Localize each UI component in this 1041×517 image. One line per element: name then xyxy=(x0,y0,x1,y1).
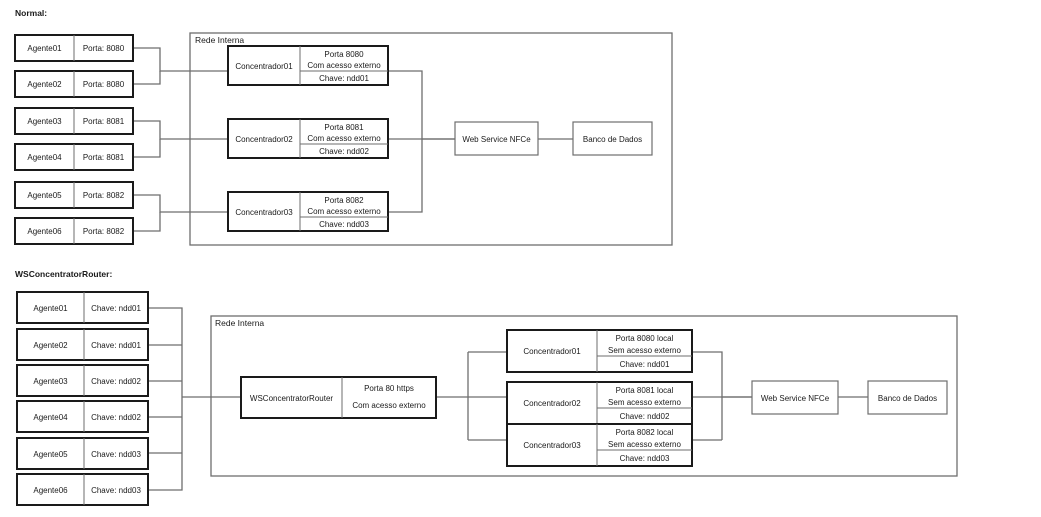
router-name: WSConcentratorRouter xyxy=(250,394,333,403)
agent-detail: Chave: ndd02 xyxy=(91,413,141,422)
concentrator-name: Concentrador01 xyxy=(523,347,581,356)
concentrator-acesso: Com acesso externo xyxy=(307,61,381,70)
zone-label-router: Rede Interna xyxy=(215,318,264,328)
concentrator-porta: Porta 8080 local xyxy=(616,334,674,343)
agent-name: Agente05 xyxy=(27,191,62,200)
concentrator-chave: Chave: ndd01 xyxy=(620,360,670,369)
agent-name: Agente02 xyxy=(27,80,62,89)
agent-name: Agente04 xyxy=(33,413,68,422)
agent-name: Agente06 xyxy=(27,227,62,236)
agent-box[interactable]: Agente01 Porta: 8080 xyxy=(14,34,134,62)
concentrator-acesso: Sem acesso externo xyxy=(608,440,681,449)
agent-box[interactable]: Agente03 Chave: ndd02 xyxy=(16,364,149,397)
concentrator-name: Concentrador03 xyxy=(235,208,293,217)
agent-detail: Porta: 8082 xyxy=(83,191,125,200)
concentrator-box[interactable]: Concentrador01 Porta 8080 Com acesso ext… xyxy=(227,45,389,86)
agent-name: Agente03 xyxy=(33,377,68,386)
concentrator-box[interactable]: Concentrador01 Porta 8080 local Sem aces… xyxy=(506,329,693,373)
concentrator-name: Concentrador02 xyxy=(523,399,581,408)
database-label: Banco de Dados xyxy=(583,135,642,144)
concentrator-box[interactable]: Concentrador02 Porta 8081 local Sem aces… xyxy=(506,381,693,425)
concentrator-box[interactable]: Concentrador03 Porta 8082 Com acesso ext… xyxy=(227,191,389,232)
concentrator-porta: Porta 8081 xyxy=(324,123,364,132)
router-porta: Porta 80 https xyxy=(364,384,414,393)
concentrator-box[interactable]: Concentrador03 Porta 8082 local Sem aces… xyxy=(506,423,693,467)
concentrator-chave: Chave: ndd02 xyxy=(620,412,670,421)
concentrator-acesso: Sem acesso externo xyxy=(608,346,681,355)
agent-detail: Chave: ndd03 xyxy=(91,486,141,495)
agent-name: Agente05 xyxy=(33,450,68,459)
agent-box[interactable]: Agente05 Porta: 8082 xyxy=(14,181,134,209)
agent-detail: Chave: ndd01 xyxy=(91,304,141,313)
concentrator-name: Concentrador03 xyxy=(523,441,581,450)
agent-box[interactable]: Agente02 Chave: ndd01 xyxy=(16,328,149,361)
concentrator-chave: Chave: ndd01 xyxy=(319,74,369,83)
agent-box[interactable]: Agente02 Porta: 8080 xyxy=(14,70,134,98)
agent-box[interactable]: Agente03 Porta: 8081 xyxy=(14,107,134,135)
agent-box[interactable]: Agente05 Chave: ndd03 xyxy=(16,437,149,470)
agent-detail: Porta: 8081 xyxy=(83,153,125,162)
concentrator-chave: Chave: ndd03 xyxy=(319,220,369,229)
web-service-box[interactable]: Web Service NFCe xyxy=(751,380,839,415)
concentrator-acesso: Com acesso externo xyxy=(307,207,381,216)
zone-label-normal: Rede Interna xyxy=(195,35,244,45)
web-service-box[interactable]: Web Service NFCe xyxy=(454,121,539,156)
zone-rede-interna-router xyxy=(210,315,958,477)
agent-detail: Chave: ndd01 xyxy=(91,341,141,350)
router-acesso: Com acesso externo xyxy=(352,401,426,410)
links-agents-to-concentrators-normal xyxy=(133,47,228,232)
concentrator-name: Concentrador02 xyxy=(235,135,293,144)
agent-box[interactable]: Agente04 Porta: 8081 xyxy=(14,143,134,171)
concentrator-name: Concentrador01 xyxy=(235,62,293,71)
concentrator-porta: Porta 8082 xyxy=(324,196,364,205)
agent-detail: Porta: 8080 xyxy=(83,80,125,89)
agent-detail: Chave: ndd03 xyxy=(91,450,141,459)
section-normal: Normal: Rede Interna xyxy=(14,8,673,246)
links-router-to-concentrators xyxy=(436,351,507,441)
agent-detail: Porta: 8082 xyxy=(83,227,125,236)
database-label: Banco de Dados xyxy=(878,394,937,403)
agent-name: Agente04 xyxy=(27,153,62,162)
agent-box[interactable]: Agente06 Porta: 8082 xyxy=(14,217,134,245)
agent-name: Agente06 xyxy=(33,486,68,495)
agent-box[interactable]: Agente04 Chave: ndd02 xyxy=(16,400,149,433)
agent-box[interactable]: Agente01 Chave: ndd01 xyxy=(16,291,149,324)
database-box[interactable]: Banco de Dados xyxy=(867,380,948,415)
database-box[interactable]: Banco de Dados xyxy=(572,121,653,156)
ws-concentrator-router-box[interactable]: WSConcentratorRouter Porta 80 https Com … xyxy=(240,376,437,419)
concentrator-chave: Chave: ndd03 xyxy=(620,454,670,463)
links-concentrators-to-service-normal xyxy=(388,70,455,213)
concentrator-acesso: Com acesso externo xyxy=(307,134,381,143)
concentrator-porta: Porta 8080 xyxy=(324,50,364,59)
section-router: WSConcentratorRouter: Rede Interna xyxy=(15,269,958,506)
agent-detail: Chave: ndd02 xyxy=(91,377,141,386)
agent-name: Agente01 xyxy=(27,44,62,53)
agent-box[interactable]: Agente06 Chave: ndd03 xyxy=(16,473,149,506)
web-service-label: Web Service NFCe xyxy=(761,394,830,403)
agent-name: Agente02 xyxy=(33,341,68,350)
concentrator-acesso: Sem acesso externo xyxy=(608,398,681,407)
concentrator-porta: Porta 8082 local xyxy=(616,428,674,437)
web-service-label: Web Service NFCe xyxy=(462,135,531,144)
section-title-router: WSConcentratorRouter: xyxy=(15,269,112,279)
concentrator-box[interactable]: Concentrador02 Porta 8081 Com acesso ext… xyxy=(227,118,389,159)
agent-name: Agente01 xyxy=(33,304,68,313)
agent-detail: Porta: 8080 xyxy=(83,44,125,53)
agent-detail: Porta: 8081 xyxy=(83,117,125,126)
concentrator-chave: Chave: ndd02 xyxy=(319,147,369,156)
section-title-normal: Normal: xyxy=(15,8,47,18)
links-agents-to-router xyxy=(148,307,241,491)
concentrator-porta: Porta 8081 local xyxy=(616,386,674,395)
agent-name: Agente03 xyxy=(27,117,62,126)
links-concentrators-to-service-router xyxy=(692,351,752,441)
